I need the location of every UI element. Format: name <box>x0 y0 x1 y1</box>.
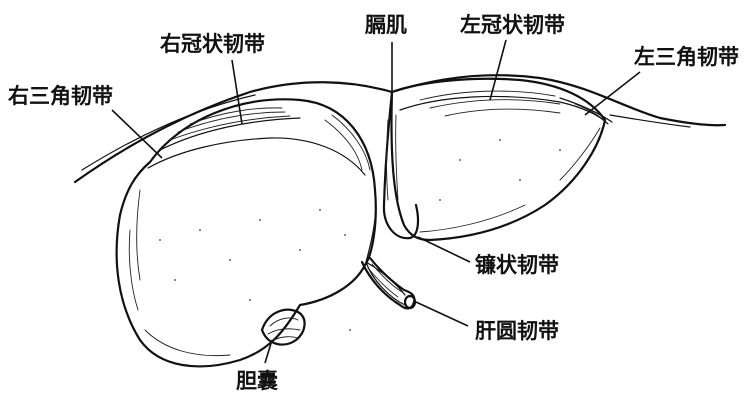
surface-stipple <box>159 139 561 331</box>
leader-round-ligament <box>416 302 468 326</box>
label-diaphragm: 膈肌 <box>364 13 407 37</box>
label-right-triangular-ligament: 右三角韧带 <box>8 84 113 108</box>
label-gallbladder: 胆囊 <box>236 369 278 393</box>
right-lobe <box>117 99 376 366</box>
label-left-coronary-ligament: 左冠状韧带 <box>460 13 565 37</box>
label-round-ligament: 肝圆韧带 <box>475 319 559 343</box>
leader-right-coronary <box>232 60 242 124</box>
diaphragm-band <box>75 75 725 182</box>
label-left-triangular-ligament: 左三角韧带 <box>634 45 739 69</box>
label-falciform-ligament: 镰状韧带 <box>475 253 559 277</box>
round-ligament-cord <box>362 258 415 308</box>
label-right-coronary-ligament: 右冠状韧带 <box>160 32 265 56</box>
leader-falciform <box>418 237 470 262</box>
left-lobe <box>392 79 613 240</box>
gallbladder-shape <box>262 310 305 345</box>
